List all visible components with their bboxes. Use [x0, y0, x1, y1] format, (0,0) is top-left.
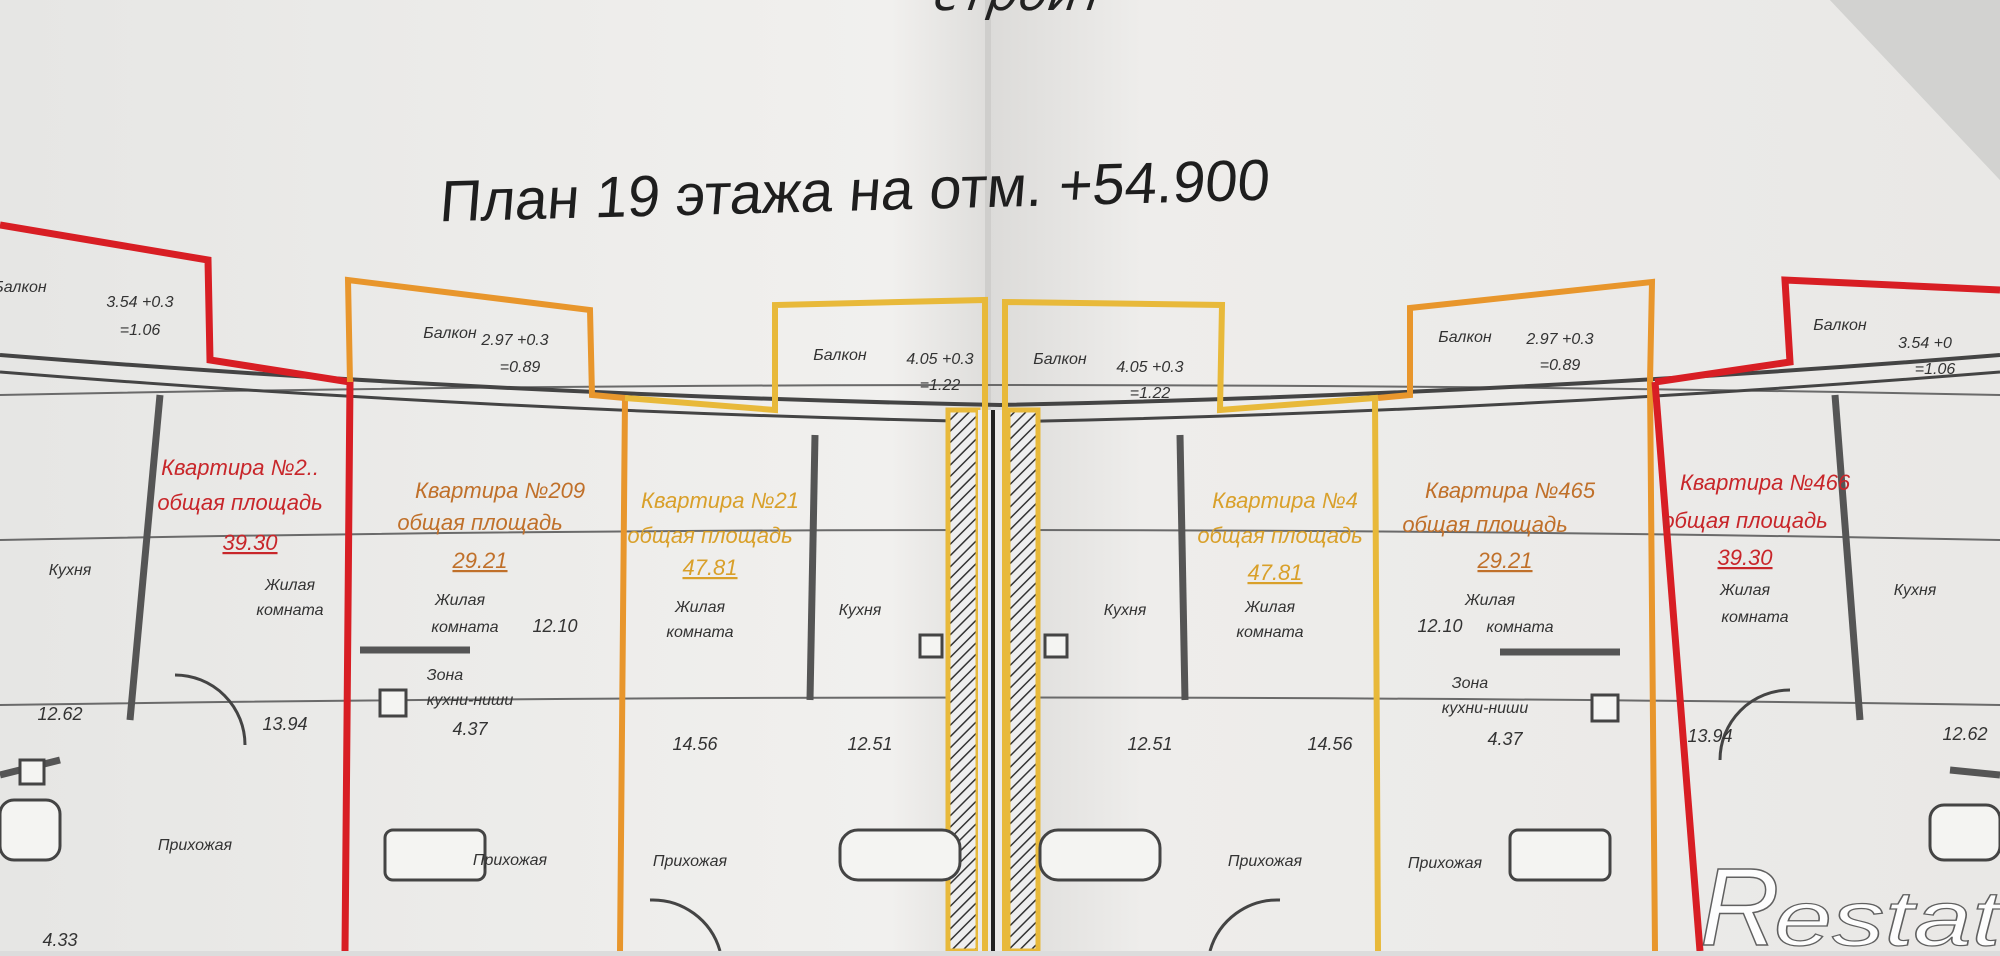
watermark-r-logo: R — [1700, 846, 1779, 951]
balcony-label-apt-6: Балкон — [1813, 317, 1867, 334]
room-area-apt-4-b: 14.56 — [1307, 734, 1353, 754]
apartment-label-apt-3: Квартира №21 — [641, 488, 799, 513]
apartment-label-apt-2: Квартира №209 — [415, 478, 585, 503]
room-label-apt-2-zone: Зона — [427, 667, 464, 684]
room-area-apt-5-b: 4.37 — [1487, 729, 1523, 749]
room-label-apt-6-kitchen: Кухня — [1894, 582, 1937, 599]
apartment-label-apt-6: Квартира №466 — [1680, 470, 1851, 495]
room-label-apt-3-hall: Прихожая — [653, 853, 728, 870]
balcony-area-apt-3: =1.22 — [920, 377, 961, 394]
room-label-apt-4-room: комната — [1236, 624, 1303, 641]
room-area-apt-6-a: 13.94 — [1687, 726, 1732, 746]
area-label-apt-2: общая площадь — [397, 510, 562, 535]
room-label-apt-6-room: комната — [1721, 609, 1788, 626]
apartment-label-apt-1: Квартира №2.. — [161, 455, 319, 480]
balcony-dims-apt-2: 2.97 +0.3 — [480, 332, 548, 349]
room-label-apt-5-hall: Прихожая — [1408, 855, 1483, 872]
balcony-label-apt-4: Балкон — [1033, 351, 1087, 368]
room-label-apt-4-kitchen: Кухня — [1104, 602, 1147, 619]
room-label-apt-1-room: комната — [256, 602, 323, 619]
balcony-dims-apt-4: 4.05 +0.3 — [1116, 359, 1183, 376]
room-label-apt-4-living: Жилая — [1244, 599, 1295, 616]
balcony-label-apt-5: Балкон — [1438, 329, 1492, 346]
apartment-label-apt-5: Квартира №465 — [1425, 478, 1596, 503]
area-value-apt-4: 47.81 — [1247, 560, 1302, 585]
area-value-apt-2: 29.21 — [451, 548, 507, 573]
room-label-apt-2-niche: кухни-ниши — [427, 692, 514, 709]
room-area-apt-1-b: 13.94 — [262, 714, 307, 734]
restate-watermark: R estate — [1699, 845, 2000, 956]
room-label-apt-2-hall: Прихожая — [473, 852, 548, 869]
area-label-apt-6: общая площадь — [1662, 508, 1827, 533]
room-label-apt-2-living: Жилая — [434, 592, 485, 609]
apartment-labels: Балкон 3.54 +0.3 =1.06 Квартира №2.. общ… — [0, 279, 1988, 950]
room-label-apt-2-room: комната — [431, 619, 498, 636]
balcony-dims-apt-6: 3.54 +0 — [1898, 335, 1952, 352]
area-value-apt-5: 29.21 — [1476, 548, 1532, 573]
room-area-apt-2-b: 4.37 — [452, 719, 488, 739]
partial-heading: строит — [930, 0, 1113, 22]
apartment-label-apt-4: Квартира №4 — [1212, 488, 1358, 513]
room-label-apt-5-niche: кухни-ниши — [1442, 700, 1529, 717]
door-swings — [174, 673, 1791, 952]
room-label-apt-4-hall: Прихожая — [1228, 853, 1303, 870]
apartment-outline-orange-right — [1377, 278, 1658, 952]
room-area-apt-2-a: 12.10 — [532, 616, 577, 636]
central-shaft — [945, 407, 1041, 954]
room-label-apt-6-living: Жилая — [1719, 582, 1770, 599]
room-label-apt-3-kitchen: Кухня — [839, 602, 882, 619]
room-label-apt-1-hall: Прихожая — [158, 837, 233, 854]
area-label-apt-5: общая площадь — [1402, 512, 1567, 537]
room-area-apt-3-b: 12.51 — [847, 734, 892, 754]
balcony-dims-apt-1: 3.54 +0.3 — [106, 294, 173, 311]
room-area-apt-5-a: 12.10 — [1417, 616, 1462, 636]
apartment-outline-yellow-right — [1002, 298, 1381, 952]
balcony-label-apt-2: Балкон — [423, 325, 477, 342]
area-label-apt-4: общая площадь — [1197, 523, 1362, 548]
room-label-apt-1-living: Жилая — [264, 577, 315, 594]
room-label-apt-3-living: Жилая — [674, 599, 725, 616]
room-label-apt-5-zone: Зона — [1452, 675, 1489, 692]
apartment-outline-red-right — [1654, 276, 2000, 386]
room-area-apt-3-a: 14.56 — [672, 734, 718, 754]
apartment-outline-orange-left — [344, 276, 629, 952]
area-label-apt-1: общая площадь — [157, 490, 322, 515]
apartment-outline-red-left — [0, 221, 354, 952]
room-area-apt-6-b: 12.62 — [1942, 724, 1987, 744]
room-area-apt-1-c: 4.33 — [42, 930, 77, 950]
area-value-apt-6: 39.30 — [1717, 545, 1773, 570]
balcony-area-apt-2: =0.89 — [500, 359, 541, 376]
area-label-apt-3: общая площадь — [627, 523, 792, 548]
balcony-dims-apt-3: 4.05 +0.3 — [906, 351, 973, 368]
balcony-dims-apt-5: 2.97 +0.3 — [1525, 331, 1593, 348]
apartment-outline-yellow-left — [624, 296, 988, 951]
balcony-area-apt-6: =1.06 — [1915, 361, 1956, 378]
balcony-area-apt-5: =0.89 — [1540, 357, 1581, 374]
watermark-text: estate — [1774, 874, 2000, 951]
balcony-label-apt-3: Балкон — [813, 347, 867, 364]
balcony-label-apt-1: Балкон — [0, 279, 47, 296]
room-area-apt-1-a: 12.62 — [37, 704, 82, 724]
balcony-area-apt-1: =1.06 — [120, 322, 161, 339]
room-area-apt-4-a: 12.51 — [1127, 734, 1172, 754]
interior-walls — [0, 394, 2000, 779]
apartment-outlines — [0, 221, 2000, 952]
room-label-apt-1-kitchen: Кухня — [49, 562, 92, 579]
plumbing-fixtures — [0, 633, 2000, 882]
balcony-area-apt-4: =1.22 — [1130, 385, 1171, 402]
room-label-apt-3-room: комната — [666, 624, 733, 641]
area-value-apt-3: 47.81 — [682, 555, 737, 580]
room-label-apt-5-room: комната — [1486, 619, 1553, 636]
room-label-apt-5-living: Жилая — [1464, 592, 1515, 609]
area-value-apt-1: 39.30 — [222, 530, 278, 555]
